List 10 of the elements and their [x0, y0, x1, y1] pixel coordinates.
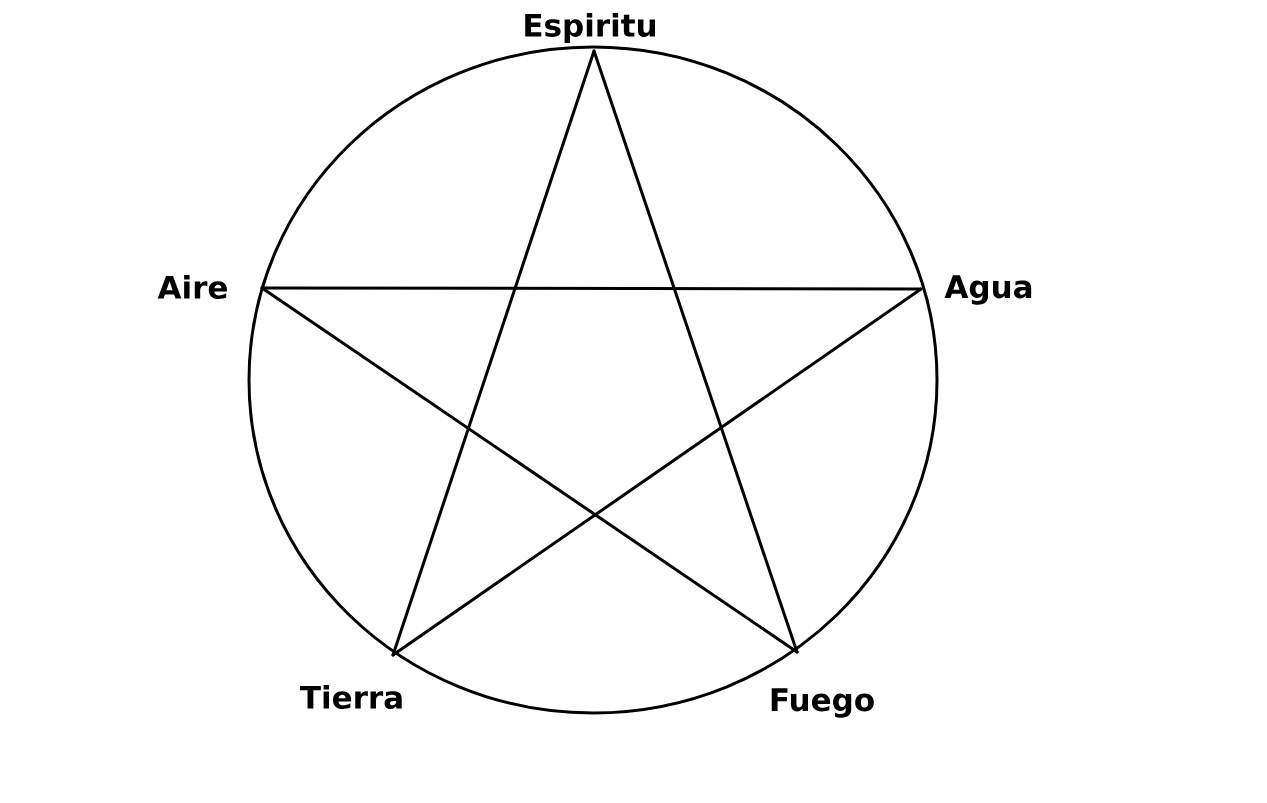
star-line [391, 49, 596, 657]
vertex-label: Tierra [300, 685, 402, 709]
star-line [260, 286, 799, 654]
vertex-label: Fuego [771, 688, 874, 718]
star-line [391, 287, 923, 657]
star-line [592, 49, 799, 654]
vertex-label: Aire [157, 275, 227, 299]
star-line [260, 286, 923, 291]
vertex-label: Espiritu [525, 13, 656, 43]
vertex-label: Agua [944, 275, 1032, 305]
